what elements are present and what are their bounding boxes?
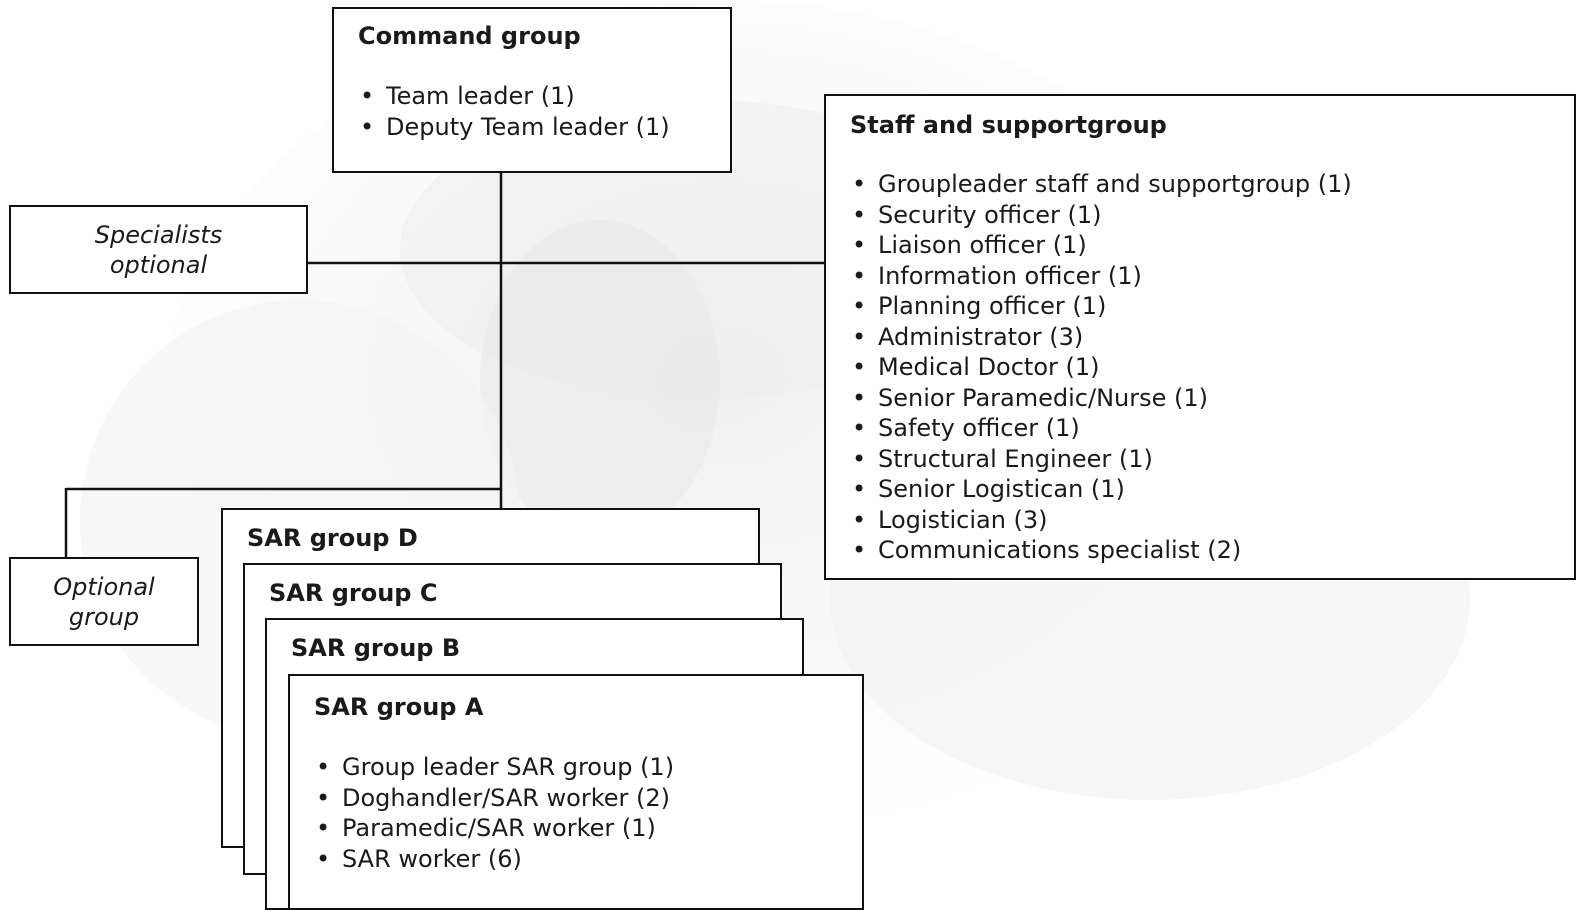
list-item: Logistician (3) <box>850 505 1574 536</box>
list-item: Safety officer (1) <box>850 413 1574 444</box>
command-group-title: Command group <box>358 22 581 50</box>
list-item: Medical Doctor (1) <box>850 352 1574 383</box>
list-item: Security officer (1) <box>850 200 1574 231</box>
list-item: Liaison officer (1) <box>850 230 1574 261</box>
list-item: Deputy Team leader (1) <box>358 112 730 143</box>
list-item: Structural Engineer (1) <box>850 444 1574 475</box>
sar-group-d-title: SAR group D <box>247 524 418 552</box>
sar-group-b-title: SAR group B <box>291 634 461 662</box>
list-item: Planning officer (1) <box>850 291 1574 322</box>
list-item: Groupleader staff and supportgroup (1) <box>850 169 1574 200</box>
list-item: Communications specialist (2) <box>850 535 1574 566</box>
staff-support-list: Groupleader staff and supportgroup (1) S… <box>850 169 1574 566</box>
optional-group-line2: group <box>68 602 140 631</box>
sar-group-a-list: Group leader SAR group (1) Doghandler/SA… <box>314 752 862 874</box>
specialists-box: Specialists optional <box>9 205 308 294</box>
staff-support-title: Staff and supportgroup <box>850 111 1167 139</box>
command-group-list: Team leader (1) Deputy Team leader (1) <box>358 81 730 142</box>
command-group-box: Command group Team leader (1) Deputy Tea… <box>332 7 732 173</box>
list-item: Paramedic/SAR worker (1) <box>314 813 862 844</box>
list-item: Information officer (1) <box>850 261 1574 292</box>
specialists-line1: Specialists <box>94 220 223 249</box>
specialists-line2: optional <box>109 250 208 279</box>
list-item: Senior Logistican (1) <box>850 474 1574 505</box>
list-item: Senior Paramedic/Nurse (1) <box>850 383 1574 414</box>
list-item: Administrator (3) <box>850 322 1574 353</box>
sar-group-a-box: SAR group A Group leader SAR group (1) D… <box>288 674 864 910</box>
list-item: Doghandler/SAR worker (2) <box>314 783 862 814</box>
list-item: Team leader (1) <box>358 81 730 112</box>
optional-group-line1: Optional <box>53 572 155 601</box>
staff-support-box: Staff and supportgroup Groupleader staff… <box>824 94 1576 580</box>
sar-group-c-title: SAR group C <box>269 579 438 607</box>
list-item: SAR worker (6) <box>314 844 862 875</box>
list-item: Group leader SAR group (1) <box>314 752 862 783</box>
optional-group-box: Optional group <box>9 557 199 646</box>
sar-group-a-title: SAR group A <box>314 693 484 721</box>
